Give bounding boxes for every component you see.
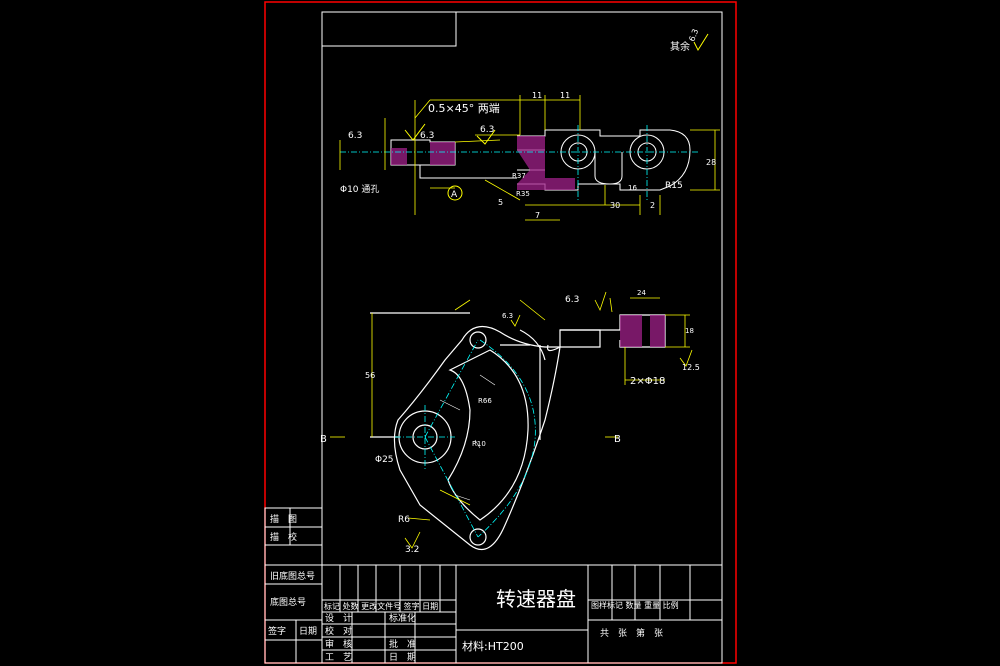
label-date: 日 期 [389, 652, 416, 663]
sidebar-label-6: 日期 [299, 626, 317, 637]
sidebar-label-4: 底图总号 [270, 596, 306, 608]
rough-4: 6.3 [565, 295, 579, 305]
label-review: 审 核 [325, 638, 352, 650]
front-view: B B Φ25 2×Φ18 6.3 3.2 12.5 6.3 R6 56 24 … [320, 289, 700, 555]
dim-30: 30 [610, 201, 620, 210]
surface-note-label: 其余 [670, 40, 690, 53]
r10: R10 [472, 440, 486, 448]
dim-11: 11 [532, 91, 542, 100]
dim-2xd18: 2×Φ18 [630, 376, 665, 387]
stage-header: 图样标记 数量 重量 比例 [591, 600, 679, 610]
doc-code-box [321, 11, 457, 47]
dim-24: 24 [637, 289, 646, 297]
dim-56: 56 [365, 371, 375, 380]
dim-28: 28 [706, 158, 716, 167]
label-craft: 工 艺 [325, 652, 352, 663]
label-check: 校 对 [325, 625, 352, 637]
sidebar-label-3: 旧底图总号 [270, 570, 315, 582]
sidebar-label-2: 描 校 [270, 531, 297, 543]
dim-7: 7 [535, 211, 540, 220]
rough-2: 6.3 [480, 125, 494, 135]
label-design: 设 计 [325, 612, 352, 624]
radius-r15: R15 [665, 181, 683, 191]
material: 材料:HT200 [462, 639, 524, 653]
dim-18: 18 [685, 327, 694, 335]
top-section-view: 0.5×45° 两端 6.3 6.3 6.3 Φ10 通孔 A R15 R37 … [339, 91, 720, 221]
rough-3: 6.3 [348, 131, 362, 141]
rough-5: 3.2 [405, 545, 419, 555]
dim-16: 16 [628, 184, 637, 192]
surface-note-symbol [693, 33, 709, 52]
hole-callout: Φ10 通孔 [340, 184, 379, 195]
r35: R35 [516, 190, 530, 198]
sidebar-table [264, 507, 323, 664]
title-block [321, 564, 723, 664]
rough-7: 6.3 [502, 312, 513, 320]
sidebar-label-5: 签字 [268, 625, 286, 637]
r66: R66 [478, 397, 492, 405]
dim-5: 5 [498, 198, 503, 207]
rough-6: 12.5 [682, 363, 700, 372]
rev-header: 标记 处数 更改文件号 签字 日期 [324, 601, 438, 611]
part-name: 转速器盘 [496, 587, 576, 611]
dia-25: Φ25 [375, 455, 394, 465]
surface-note-value: 6.3 [687, 28, 700, 43]
dim-11b: 11 [560, 91, 570, 100]
chamfer-note: 0.5×45° 两端 [428, 102, 500, 115]
dim-2: 2 [650, 201, 655, 210]
label-a: A [451, 190, 458, 200]
label-standardize: 标准化 [389, 612, 416, 624]
rough-1: 6.3 [420, 131, 434, 141]
section-b-left: B [320, 434, 327, 445]
sidebar-label-1: 描 图 [270, 513, 297, 525]
sheet-info: 共 张 第 张 [600, 627, 663, 639]
label-approve: 批 准 [389, 638, 416, 650]
r6: R6 [398, 515, 410, 525]
section-b-right: B [614, 434, 621, 445]
r37: R37 [512, 172, 526, 180]
